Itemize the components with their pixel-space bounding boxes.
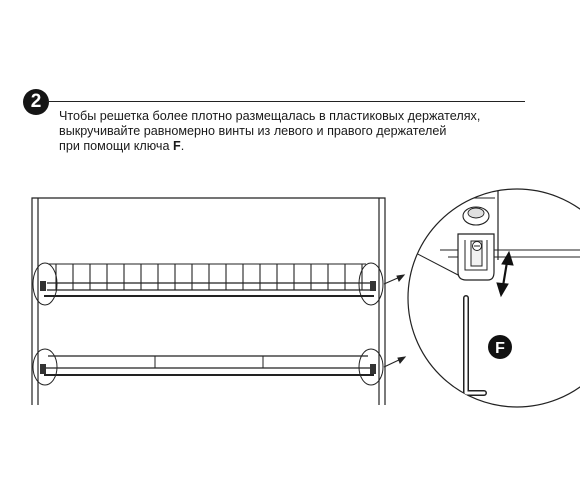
instruction-line-1: Чтобы решетка более плотно размещалась в… bbox=[59, 109, 481, 123]
instruction-line-3: при помощи ключа F. bbox=[59, 139, 480, 154]
holder-circle-bottom-left bbox=[32, 348, 58, 386]
step-number-badge: 2 bbox=[23, 89, 49, 115]
key-letter: F bbox=[172, 139, 181, 153]
holder-circle-top-left bbox=[32, 262, 58, 306]
adjust-double-arrow bbox=[496, 250, 514, 298]
holder-circle-top-right bbox=[358, 262, 384, 306]
upper-dish-rack bbox=[44, 263, 374, 297]
detail-inset: F bbox=[407, 188, 580, 408]
callout-f-letter: F bbox=[495, 340, 505, 357]
instruction-line-3-end: . bbox=[180, 139, 185, 153]
callout-f-badge bbox=[488, 335, 512, 359]
holder-blocks bbox=[40, 281, 376, 374]
instruction-line-2: выкручивайте равномерно винты из левого … bbox=[59, 124, 447, 138]
lower-drip-tray bbox=[44, 355, 374, 376]
cabinet-frame bbox=[31, 197, 386, 405]
header-rule bbox=[47, 101, 525, 102]
holder-circles bbox=[32, 262, 384, 386]
instruction-line-3-text: при помощи ключа bbox=[59, 139, 173, 153]
holder-circle-bottom-right bbox=[358, 348, 384, 386]
callout-f: F bbox=[488, 335, 512, 359]
instruction-text: Чтобы решетка более плотно размещалась в… bbox=[59, 109, 480, 154]
detail-pointers bbox=[383, 274, 407, 368]
